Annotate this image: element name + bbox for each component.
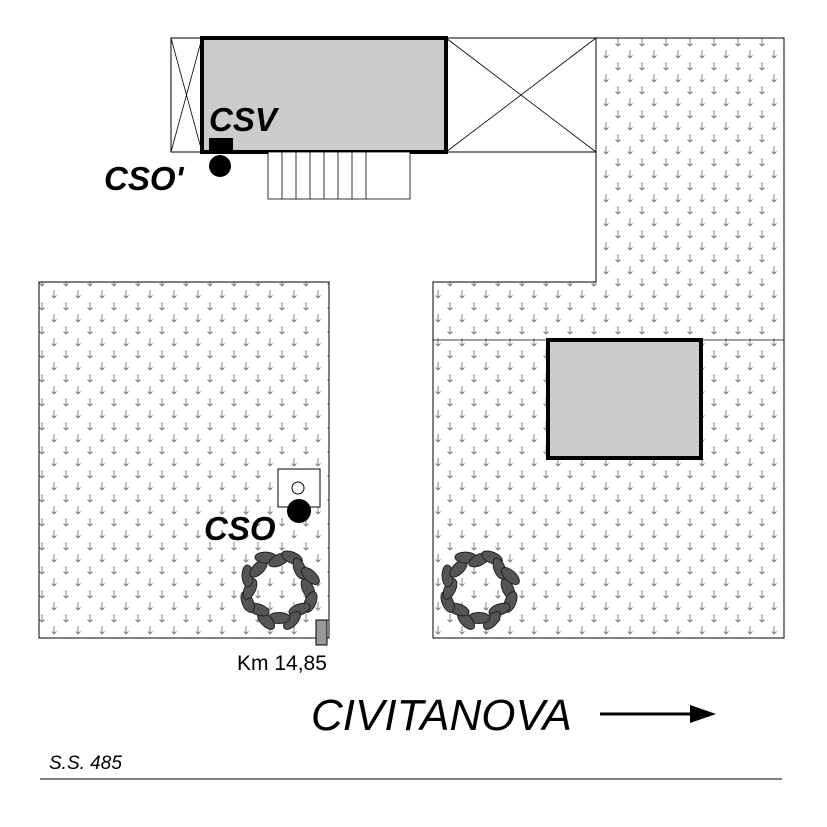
csv-marker bbox=[209, 138, 233, 153]
main-building bbox=[200, 36, 448, 154]
tree-leaf bbox=[500, 567, 520, 585]
left-lawn bbox=[38, 281, 330, 646]
tree-icon bbox=[240, 550, 320, 630]
direction-label: CIVITANOVA bbox=[311, 691, 572, 740]
cso-marker bbox=[287, 499, 311, 523]
cso-label: CSO bbox=[204, 510, 276, 547]
left-annex-cross-2 bbox=[170, 37, 203, 153]
tree-leaf bbox=[300, 567, 320, 585]
manhole-icon bbox=[291, 481, 305, 495]
staircase bbox=[267, 151, 411, 200]
right-building bbox=[546, 338, 703, 460]
top-building-group bbox=[170, 36, 597, 200]
tree-icon bbox=[440, 550, 520, 630]
right-canopy-cross-2 bbox=[445, 37, 597, 153]
right-lawn bbox=[432, 37, 785, 639]
cso-prime-label: CSO' bbox=[104, 160, 185, 197]
km-marker-label: Km 14,85 bbox=[237, 652, 327, 675]
csv-label: CSV bbox=[209, 101, 280, 138]
cso-prime-marker bbox=[209, 155, 231, 177]
km-post-icon bbox=[315, 619, 328, 646]
road-label: S.S. 485 bbox=[49, 753, 122, 774]
arrow-right-icon bbox=[600, 705, 716, 723]
